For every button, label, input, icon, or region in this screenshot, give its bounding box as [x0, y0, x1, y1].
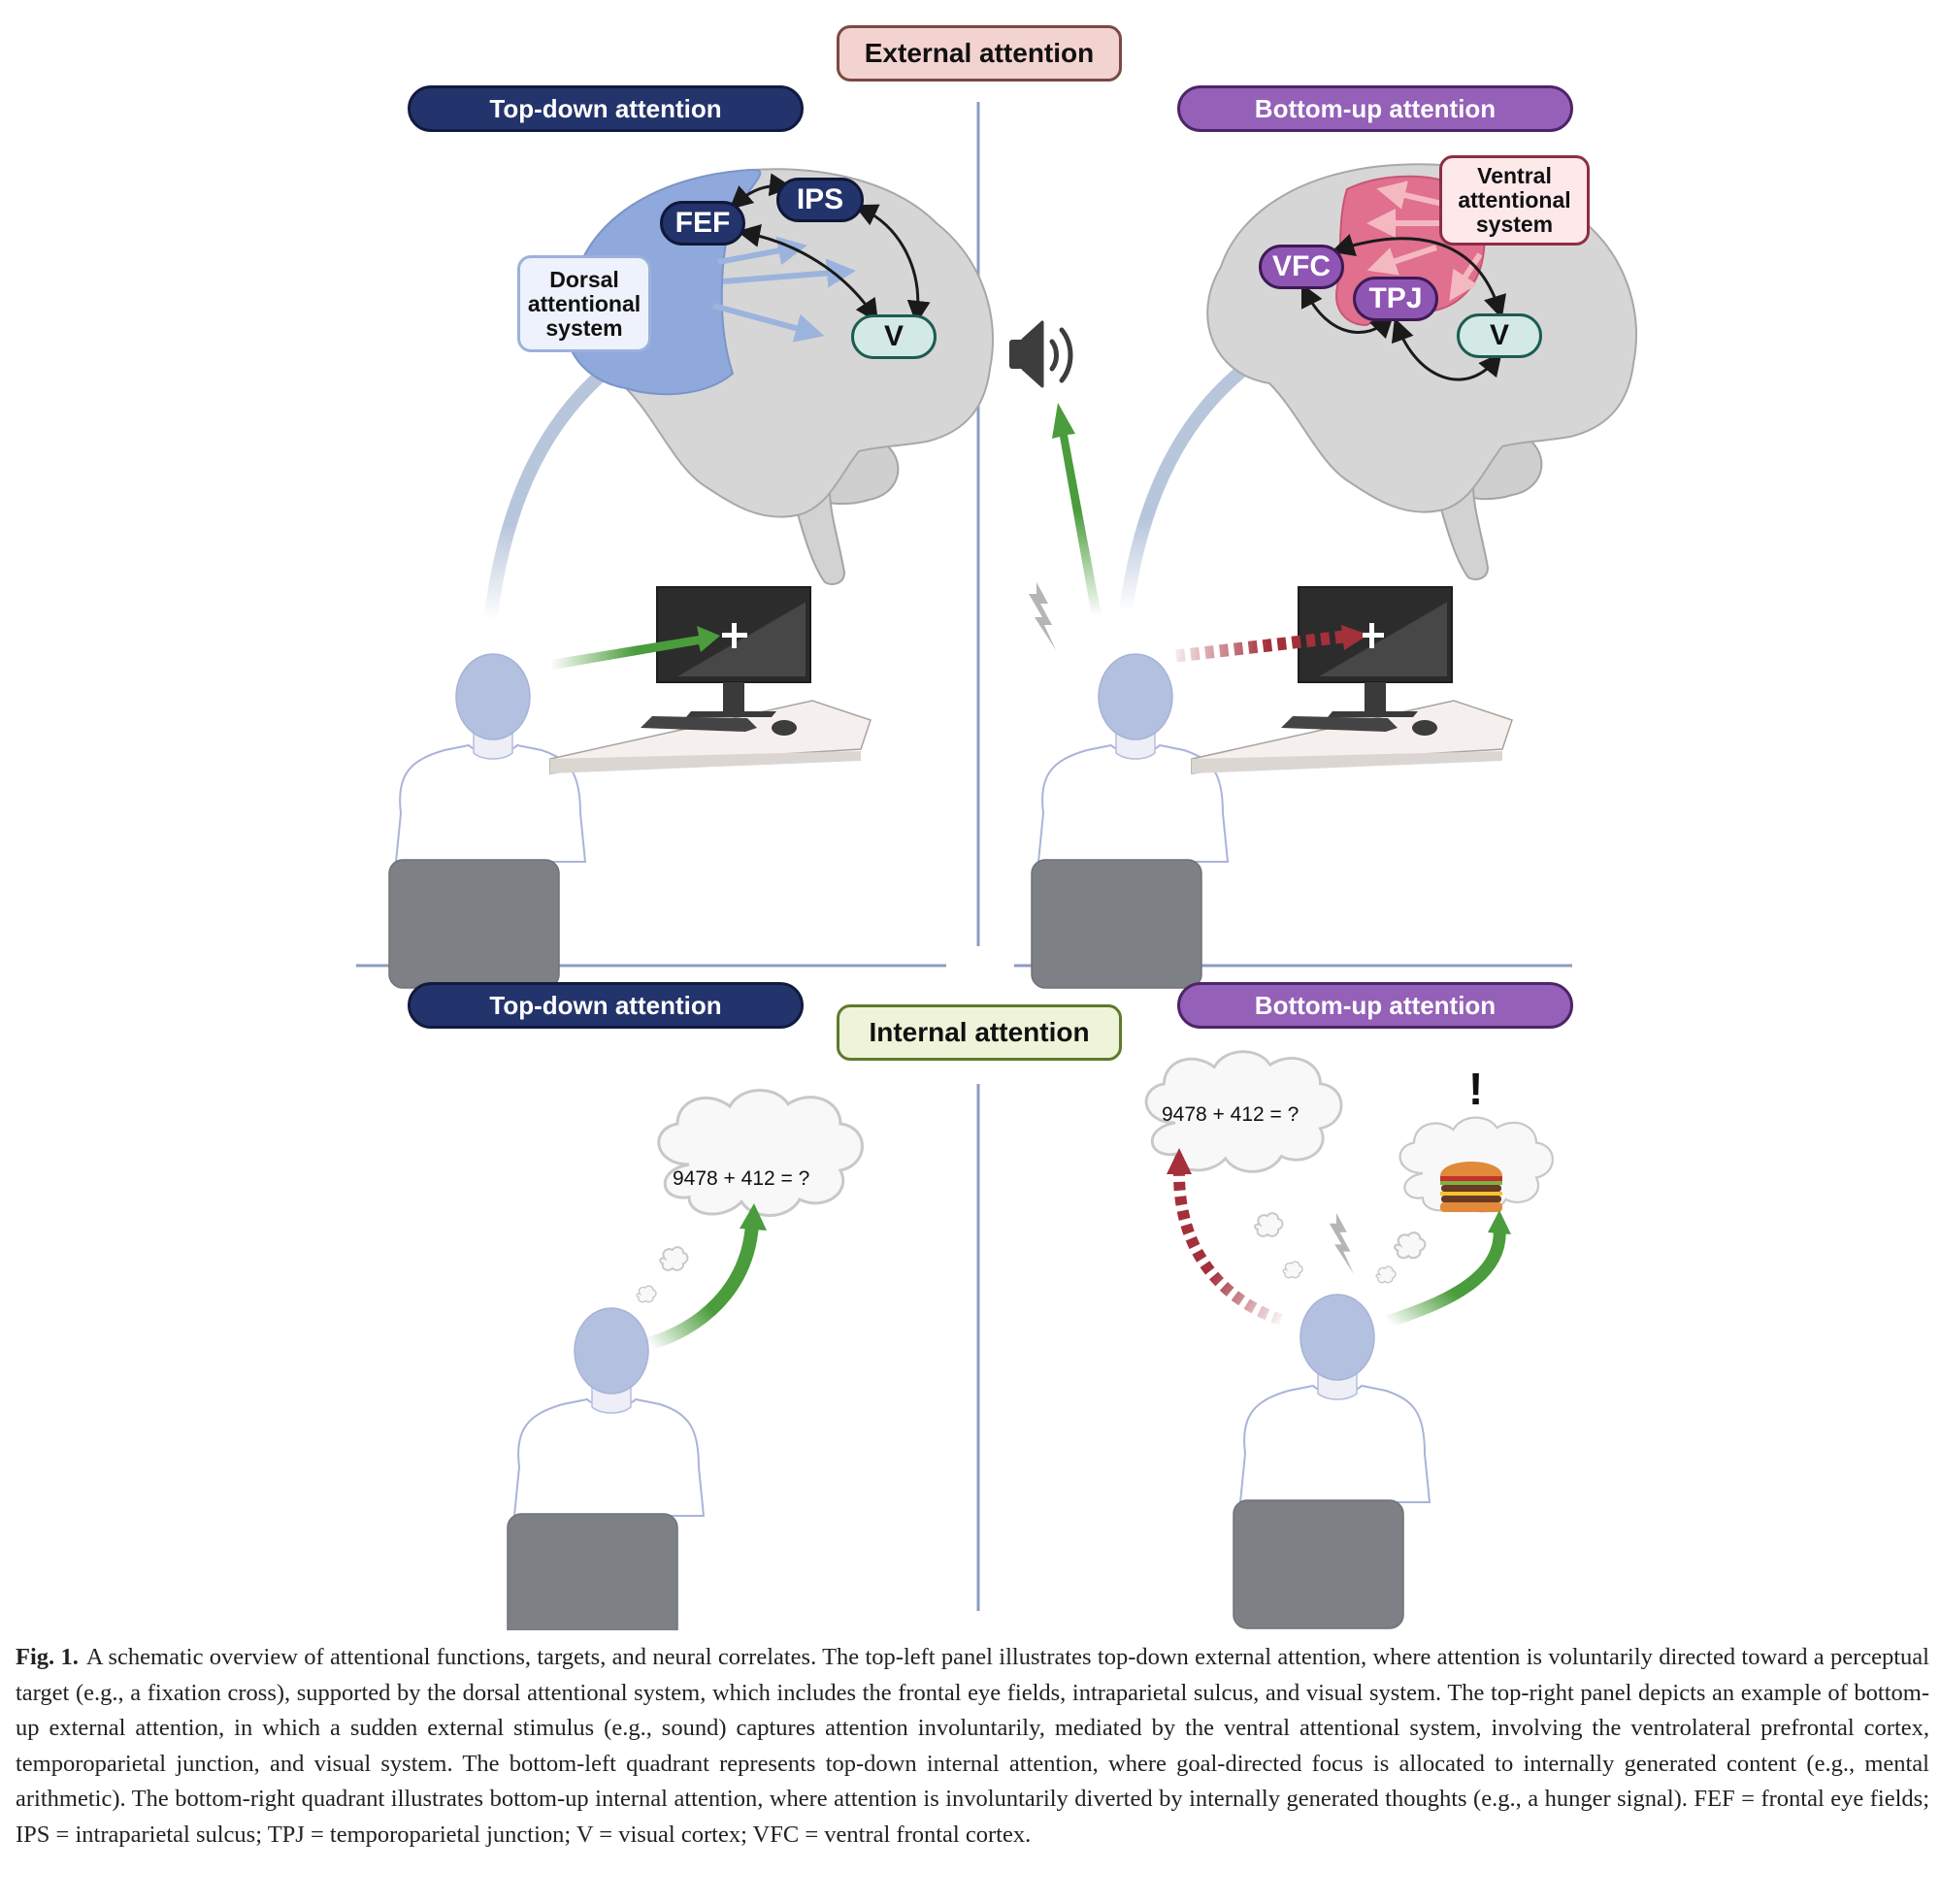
fixation-cross	[722, 623, 747, 648]
thought-puff	[636, 1285, 657, 1303]
thought-puff	[1282, 1261, 1303, 1279]
region-vfc: VFC	[1259, 245, 1344, 289]
bottom-right-header: Bottom-up attention	[1177, 982, 1573, 1029]
fixation-cross	[1363, 623, 1384, 648]
bottom-right-quadrant	[1144, 1050, 1555, 1629]
figure-label: Fig. 1.	[16, 1644, 79, 1670]
network-arrow	[1391, 317, 1502, 381]
network-arrow	[1331, 234, 1506, 319]
thought-cloud	[657, 1088, 865, 1218]
dorsal-system-label: Dorsal attentional system	[517, 255, 651, 352]
alert-exclamation: !	[1468, 1064, 1484, 1114]
distracted-arrowhead	[1341, 625, 1368, 650]
person-icon	[1031, 653, 1229, 989]
thought-puff	[1375, 1265, 1397, 1284]
network-arrow	[1300, 282, 1395, 340]
region-v: V	[1457, 313, 1542, 358]
person-icon	[388, 653, 586, 989]
monitor-icon	[656, 586, 811, 718]
figure-panel: External attention Internal attention To…	[356, 25, 1637, 1630]
focus-arrow	[1385, 1227, 1506, 1329]
distracted-arrowhead	[1167, 1148, 1192, 1174]
region-v: V	[851, 314, 937, 359]
focus-arrowhead	[1488, 1210, 1511, 1234]
thought-puff	[1254, 1212, 1284, 1237]
brain-link-arc	[1119, 343, 1278, 618]
focus-arrowhead	[740, 1203, 767, 1231]
top-right-header: Bottom-up attention	[1177, 85, 1573, 132]
thought-arithmetic: 9478 + 412 = ?	[673, 1167, 810, 1190]
person-icon	[507, 1307, 705, 1630]
top-left-quadrant	[388, 168, 994, 989]
lightning-icon	[1029, 582, 1056, 650]
thought-puff	[1394, 1231, 1427, 1260]
monitor-icon	[1298, 586, 1453, 718]
region-ips: IPS	[776, 178, 864, 222]
internal-attention-label: Internal attention	[837, 1004, 1122, 1061]
region-fef: FEF	[660, 201, 745, 246]
bottom-left-header: Top-down attention	[408, 982, 804, 1029]
focus-arrow	[550, 626, 720, 670]
speaker-icon	[1009, 320, 1073, 388]
lightning-icon	[1329, 1213, 1354, 1274]
external-attention-label: External attention	[837, 25, 1122, 82]
figure-caption: Fig. 1.A schematic overview of attention…	[16, 1640, 1929, 1853]
region-tpj: TPJ	[1353, 277, 1438, 321]
top-left-header: Top-down attention	[408, 85, 804, 132]
capture-arrow	[1052, 403, 1102, 616]
brain-icon	[563, 168, 994, 585]
caption-text: A schematic overview of attentional func…	[16, 1644, 1929, 1848]
figure-illustration	[356, 102, 1637, 1630]
thought-arithmetic: 9478 + 412 = ?	[1162, 1103, 1299, 1126]
focus-arrow	[645, 1224, 759, 1351]
distracted-arrow	[1173, 1173, 1283, 1326]
ventral-system-label: Ventral attentional system	[1439, 155, 1590, 246]
person-icon	[1233, 1294, 1431, 1629]
network-arrow	[853, 204, 931, 324]
hamburger-icon	[1440, 1162, 1502, 1212]
thought-puff	[659, 1246, 689, 1271]
bottom-left-quadrant	[507, 1088, 865, 1630]
